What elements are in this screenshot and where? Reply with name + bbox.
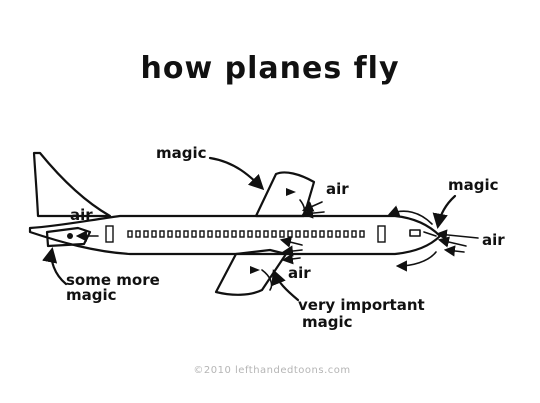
label-magic-top: magic: [156, 144, 207, 162]
tail-stabilizer: [45, 226, 92, 248]
label-very-important-line2: magic: [302, 313, 353, 331]
front-door: [377, 225, 386, 243]
label-air-nose: air: [482, 231, 505, 249]
airflow-arrows: [75, 201, 479, 272]
label-some-more-line2: magic: [66, 286, 117, 304]
arrow-magic-nose: [432, 194, 457, 230]
label-magic-nose: magic: [448, 176, 499, 194]
comic-title: how planes fly: [140, 51, 399, 86]
rear-door: [105, 225, 114, 243]
cabin-windows: [127, 230, 365, 238]
label-air-wing-top: air: [326, 180, 349, 198]
label-air-wing-bottom: air: [288, 264, 311, 282]
label-air-tail: air: [70, 206, 93, 224]
label-very-important-line1: very important: [298, 296, 425, 314]
arrow-magic-top: [208, 156, 265, 191]
arrow-some-more: [42, 246, 68, 286]
label-some-more-line1: some more: [66, 271, 160, 289]
tail-fin: [32, 151, 112, 218]
cockpit-window: [409, 229, 421, 237]
copyright-text: ©2010 lefthandedtoons.com: [193, 365, 350, 376]
upper-wing: [254, 171, 316, 218]
lower-wing: [214, 248, 288, 296]
arrow-very-important: [271, 269, 300, 302]
